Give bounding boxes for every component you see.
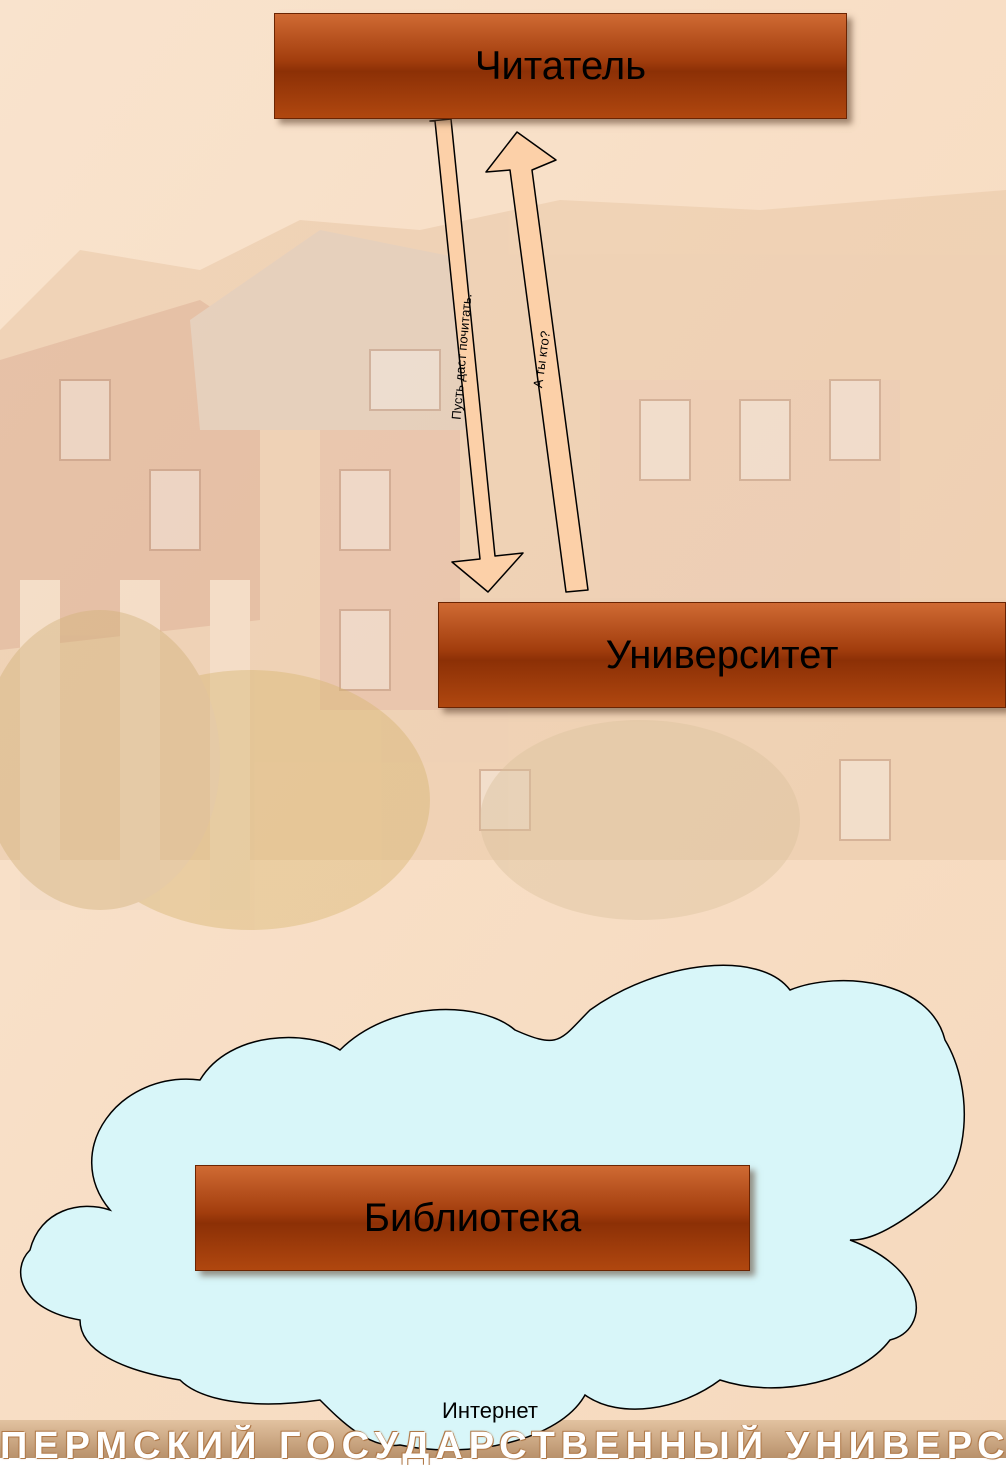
- library-label: Библиотека: [363, 1195, 582, 1240]
- university-label: Университет: [605, 632, 839, 677]
- library-box: Библиотека: [195, 1165, 750, 1271]
- windows: [59, 349, 891, 841]
- university-box: Университет: [438, 602, 1006, 708]
- arrow-down: [429, 118, 524, 593]
- footer-university-name: ПЕРМСКИЙ ГОСУДАРСТВЕННЫЙ УНИВЕРСИТЕТ: [0, 1425, 1006, 1465]
- reader-box: Читатель: [274, 13, 847, 119]
- internet-label: Интернет: [442, 1398, 538, 1423]
- trees: [0, 610, 800, 930]
- arrow-up: [485, 131, 589, 593]
- reader-label: Читатель: [474, 43, 647, 88]
